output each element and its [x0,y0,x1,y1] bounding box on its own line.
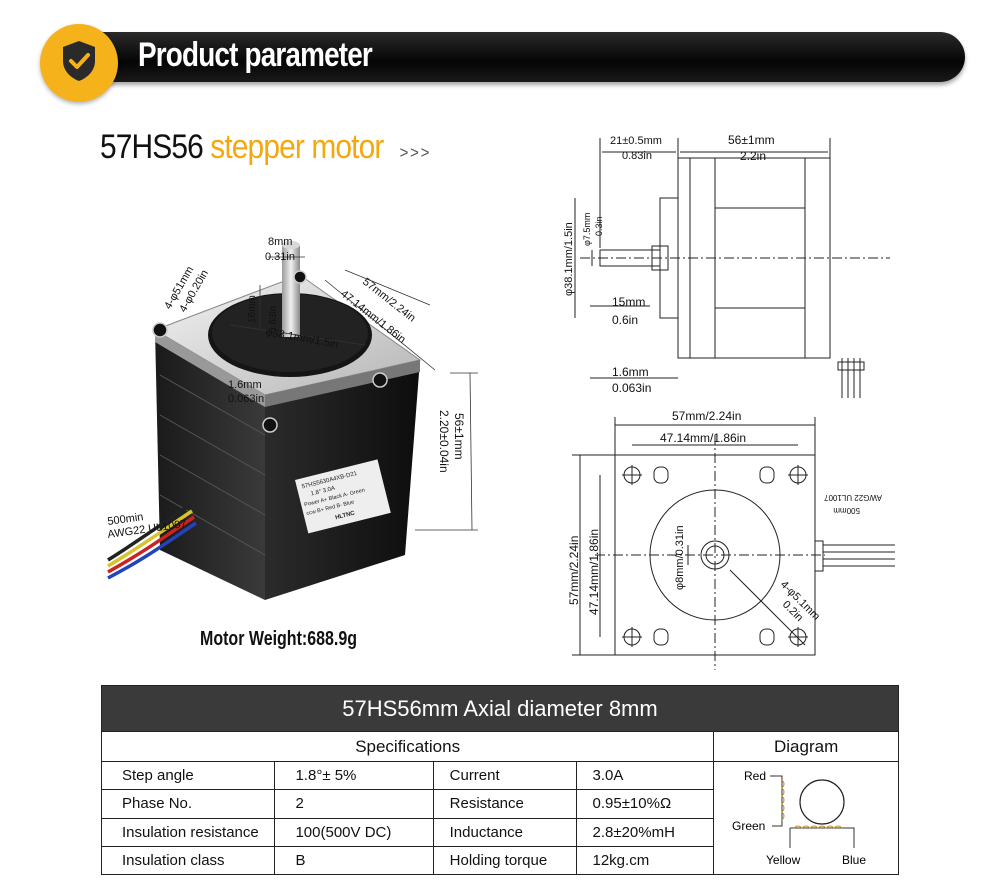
spec-label: Resistance [432,789,577,819]
spec-label: Inductance [432,817,577,847]
spec-value: 0.95±10%Ω [575,789,715,819]
spec-value: 100(500V DC) [274,817,434,847]
spec-value: 12kg.cm [575,845,715,876]
shaft-length-in: 0.83in [622,150,652,162]
motor-label-line: HLTNC [335,510,356,521]
spec-label: Step angle [100,760,276,791]
motor-photo: 57HS5630A4XB-D21 1.8° 3.0A Power A+ Blac… [107,236,478,600]
spec-label: Holding torque [432,845,577,876]
arrows-decoration: >>> [399,143,432,162]
rim-in: 0.063in [228,393,264,405]
spec-table: 57HS56mm Axial diameter 8mm Specificatio… [100,685,899,876]
spec-value: 2 [274,789,434,819]
spec-label: Insulation class [100,845,276,876]
motor-weight: Motor Weight:688.9g [200,628,358,650]
spec-value: 1.8°± 5% [274,760,434,791]
flat-in: 0.63in [268,306,279,333]
rim-thickness-in: 0.063in [612,381,651,395]
spec-value: 2.8±20%mH [575,817,715,847]
spec-label: Current [432,760,577,791]
front-shaft-diameter: φ8mm/0.31in [674,525,686,590]
shaft-diameter-in: 0.3in [594,216,604,236]
shaft-diameter-mm: φ7.5mm [582,213,592,246]
banner-bar [80,32,965,82]
shaft-dia-mm: 8mm [268,236,292,248]
shaft-length-mm: 21±0.5mm [610,135,662,147]
wire-blue-label: Blue [842,853,866,867]
front-pitch: 47.14mm/1.86in [660,431,746,445]
front-view-drawing: 57mm/2.24in 47.14mm/1.86in 57mm/2.24in 4… [567,409,895,670]
wire-green-label: Green [732,819,765,833]
banner-title: Product parameter [138,36,373,74]
motor-label-line: 1.8° 3.0A [310,486,335,498]
front-pitch-vertical: 47.14mm/1.86in [587,529,601,615]
flat-mm: 16mm [247,295,258,323]
length-mm: 56±1mm [452,413,466,460]
table-row: Insulation class B Holding torque 12kg.c… [100,845,899,876]
wiring-diagram-svg: Red Green Yellow Blue [732,769,866,867]
spec-table-title: 57HS56mm Axial diameter 8mm [101,685,899,732]
spec-value: 3.0A [575,760,715,791]
boss-diameter: φ38.1mm/1.5in [563,222,575,296]
front-cable-length: 500mm [833,506,860,515]
length-in: 2.20±0.04in [437,410,451,473]
specifications-header: Specifications [100,731,715,762]
front-height: 57mm/2.24in [567,536,581,605]
body-length-in: 2.2in [740,149,766,163]
shield-check-icon [63,41,95,81]
body-length-mm: 56±1mm [728,133,775,147]
product-model: 57HS56 [100,128,204,166]
front-cable-awg: AWG22 UL1007 [823,493,882,502]
flat-length-mm: 15mm [612,295,645,309]
wiring-diagram: Red Green Yellow Blue [713,761,899,875]
shaft-dia-in: 0.31in [265,251,295,263]
product-title: 57HS56 stepper motor >>> [100,128,431,167]
side-view-drawing: 21±0.5mm 0.83in 56±1mm 2.2in φ38.1mm/1.5… [563,133,890,398]
product-type: stepper motor [210,128,384,166]
spec-label: Insulation resistance [100,817,276,847]
diagram-header: Diagram [713,731,899,762]
spec-label: Phase No. [100,789,276,819]
lead-length: 500min [107,511,144,528]
wire-red-label: Red [744,769,766,783]
table-row: Step angle 1.8°± 5% Current 3.0A Red Gre… [100,760,899,875]
rim-thickness-mm: 1.6mm [612,365,649,379]
wire-yellow-label: Yellow [766,853,801,867]
badge [40,24,118,102]
rim-mm: 1.6mm [228,379,262,391]
table-row: Phase No. 2 Resistance 0.95±10%Ω [100,789,899,819]
section-banner: Product parameter [40,24,965,102]
flat-length-in: 0.6in [612,313,638,327]
front-width: 57mm/2.24in [672,409,741,423]
spec-value: B [274,845,434,876]
